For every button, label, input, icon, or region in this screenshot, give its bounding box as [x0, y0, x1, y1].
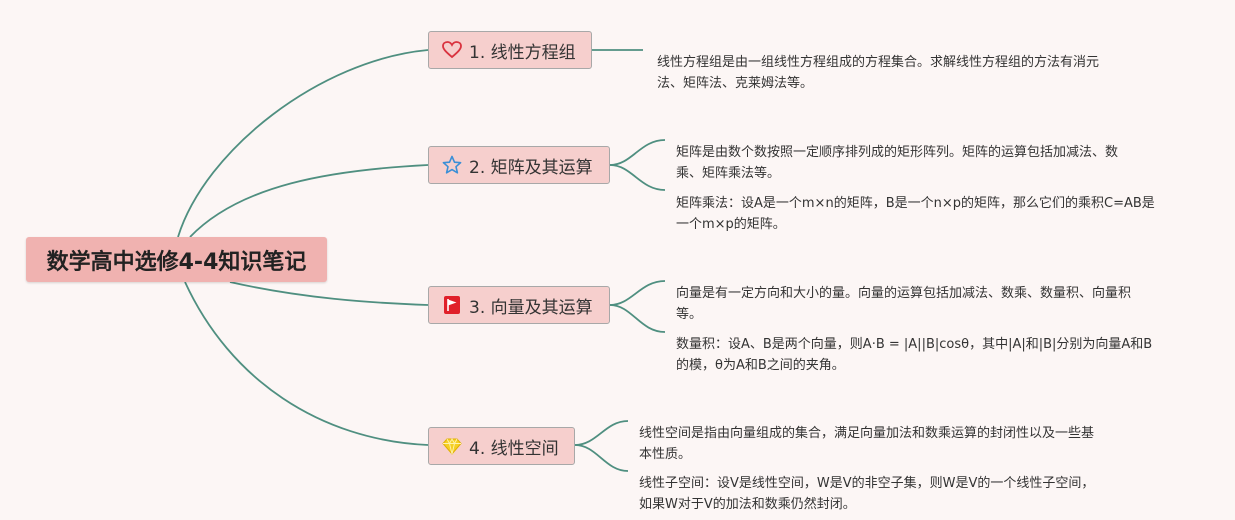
note-text: 矩阵乘法：设A是一个m×n的矩阵，B是一个n×p的矩阵，那么它们的乘积C=AB是… [676, 196, 1155, 232]
topic-label: 4. 线性空间 [469, 438, 559, 459]
topic-3-note-connector-lower [609, 304, 666, 333]
note-text: 数量积：设A、B是两个向量，则A·B = |A||B|cosθ，其中|A|和|B… [676, 337, 1153, 373]
topic-2-note-connector-upper [609, 139, 666, 166]
note-text: 向量是有一定方向和大小的量。向量的运算包括加减法、数乘、数量积、向量积 等。 [676, 286, 1132, 322]
note-text: 线性子空间：设V是线性空间，W是V的非空子集，则W是V的一个线性子空间， 如果W… [639, 476, 1095, 512]
topic-3-note-1: 向量是有一定方向和大小的量。向量的运算包括加减法、数乘、数量积、向量积 等。 [676, 262, 1176, 325]
root-to-topic-2-connector [189, 164, 429, 238]
heart-icon [441, 39, 463, 61]
root-to-topic-4-connector [184, 281, 429, 446]
topic-matrix-operations[interactable]: 2. 矩阵及其运算 [428, 146, 610, 184]
topic-1-note: 线性方程组是由一组线性方程组成的方程集合。求解线性方程组的方法有消元 法、矩阵法… [657, 31, 1137, 94]
root-topic-label: 数学高中选修4-4知识笔记 [46, 249, 307, 275]
topic-4-note-2: 线性子空间：设V是线性空间，W是V的非空子集，则W是V的一个线性子空间， 如果W… [639, 452, 1139, 515]
root-to-topic-3-connector [229, 281, 429, 306]
note-text: 线性方程组是由一组线性方程组成的方程集合。求解线性方程组的方法有消元 法、矩阵法… [657, 55, 1100, 91]
topic-2-note-1: 矩阵是由数个数按照一定顺序排列成的矩形阵列。矩阵的运算包括加减法、数 乘、矩阵乘… [676, 121, 1176, 184]
topic-4-note-connector-upper [574, 420, 629, 446]
topic-label: 1. 线性方程组 [469, 42, 576, 63]
diamond-icon [441, 435, 463, 457]
topic-label: 3. 向量及其运算 [469, 297, 593, 318]
root-topic[interactable]: 数学高中选修4-4知识笔记 [26, 237, 327, 282]
topic-linear-space[interactable]: 4. 线性空间 [428, 427, 575, 465]
note-text: 线性空间是指由向量组成的集合，满足向量加法和数乘运算的封闭性以及一些基 本性质。 [639, 426, 1095, 462]
note-text: 矩阵是由数个数按照一定顺序排列成的矩形阵列。矩阵的运算包括加减法、数 乘、矩阵乘… [676, 145, 1119, 181]
topic-3-note-2: 数量积：设A、B是两个向量，则A·B = |A||B|cosθ，其中|A|和|B… [676, 313, 1196, 376]
topic-3-note-connector-upper [609, 280, 666, 306]
topic-vector-operations[interactable]: 3. 向量及其运算 [428, 286, 610, 324]
topic-label: 2. 矩阵及其运算 [469, 157, 593, 178]
topic-linear-equations[interactable]: 1. 线性方程组 [428, 31, 592, 69]
topic-2-note-2: 矩阵乘法：设A是一个m×n的矩阵，B是一个n×p的矩阵，那么它们的乘积C=AB是… [676, 172, 1196, 235]
topic-4-note-1: 线性空间是指由向量组成的集合，满足向量加法和数乘运算的封闭性以及一些基 本性质。 [639, 402, 1139, 465]
red-flag-icon [441, 294, 463, 316]
root-to-topic-1-connector [177, 49, 429, 238]
topic-2-note-connector-lower [609, 164, 666, 191]
topic-4-note-connector-lower [574, 444, 629, 472]
star-icon [441, 154, 463, 176]
